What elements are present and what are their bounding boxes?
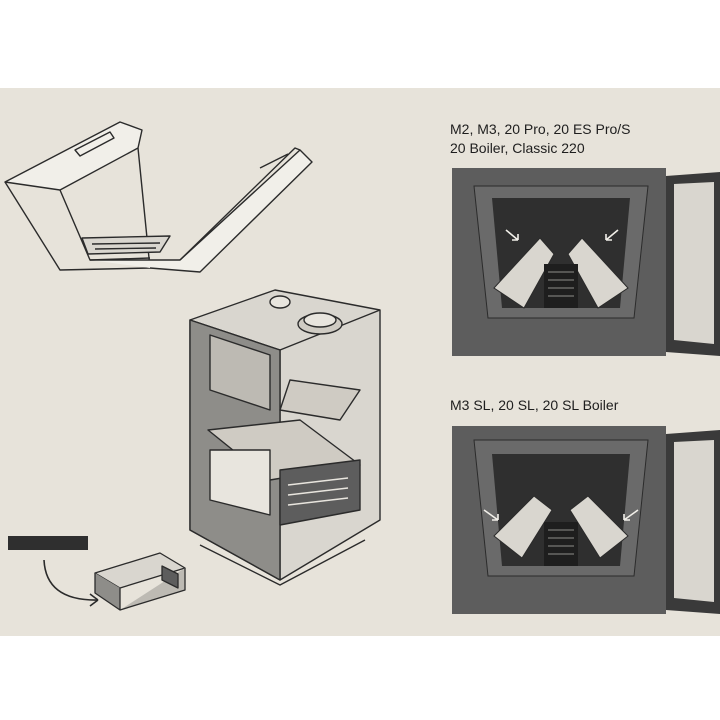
firebox-diagram-bottom xyxy=(452,426,720,614)
stove-cutaway-drawing xyxy=(189,289,381,586)
baffle-tray-drawing xyxy=(4,121,313,273)
model-caption-bottom: M3 SL, 20 SL, 20 SL Boiler xyxy=(450,397,619,413)
bracket-part-drawing xyxy=(94,552,186,611)
arrow-icon xyxy=(43,559,99,607)
firebox-diagram-top xyxy=(452,168,720,356)
small-label-strip xyxy=(8,536,88,550)
model-caption-top: M2, M3, 20 Pro, 20 ES Pro/S 20 Boiler, C… xyxy=(450,121,631,156)
